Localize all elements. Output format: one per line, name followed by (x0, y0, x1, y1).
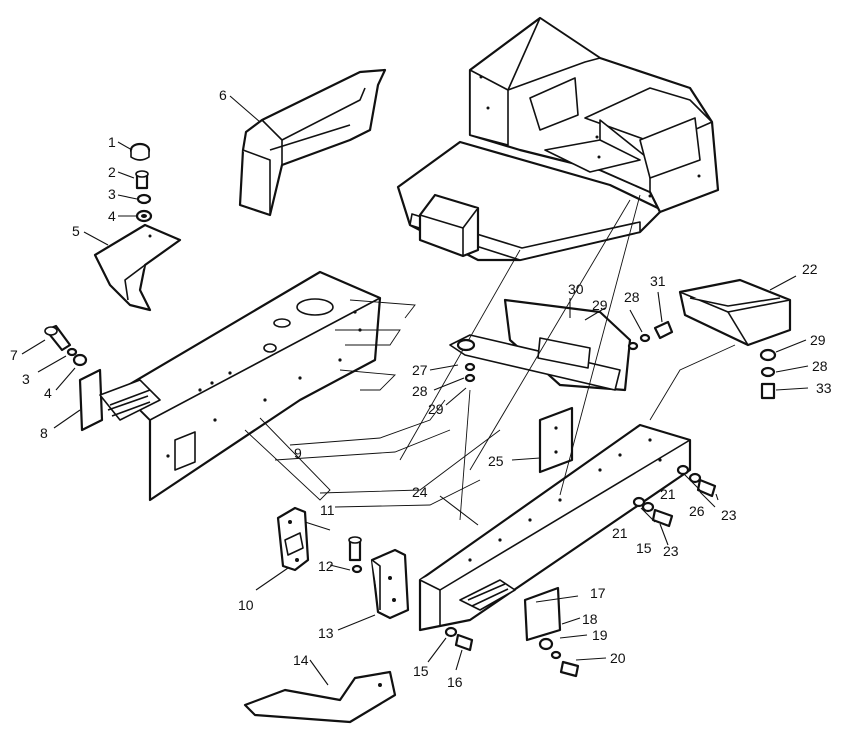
callout-26: 26 (689, 503, 705, 519)
callout-3-left: 3 (22, 371, 30, 387)
callout-22: 22 (802, 261, 818, 277)
bolt-part-11 (348, 536, 362, 562)
callout-18: 18 (582, 611, 598, 627)
bolt-part-16 (454, 633, 474, 652)
washer-part-29-a (464, 373, 476, 383)
washer-part-3-left (66, 347, 78, 357)
hardware-right (444, 320, 777, 678)
washer-part-28-b (639, 333, 651, 343)
frame-beam-part-9 (99, 270, 382, 502)
bracket-part-5 (93, 223, 182, 312)
callout-21-a: 21 (660, 486, 676, 502)
washer-part-15-b (641, 501, 655, 513)
washer-part-21-b (632, 496, 646, 508)
callout-23-b: 23 (663, 543, 679, 559)
bolt-part-7 (44, 324, 72, 352)
bolt-part-20 (559, 660, 580, 678)
callout-13: 13 (318, 625, 334, 641)
washer-part-12 (351, 564, 363, 574)
callout-33: 33 (816, 380, 832, 396)
callout-29: 29 (428, 401, 444, 417)
callout-labels: 1 2 3 4 5 6 7 3 4 8 9 10 11 12 13 14 15 … (10, 87, 832, 690)
callout-28-b: 28 (624, 289, 640, 305)
bolt-part-23-a (696, 478, 717, 498)
bolt-part-27 (456, 338, 476, 352)
callout-23-a: 23 (721, 507, 737, 523)
washer-part-29-b (627, 341, 639, 351)
callout-27: 27 (412, 362, 428, 378)
callout-12: 12 (318, 558, 334, 574)
callout-25: 25 (488, 453, 504, 469)
callout-6: 6 (219, 87, 227, 103)
callout-11: 11 (320, 502, 335, 518)
washer-part-28-a (464, 362, 476, 372)
callout-5: 5 (72, 223, 80, 239)
leader-lines (21, 95, 809, 686)
callout-4-left: 4 (44, 385, 52, 401)
callout-28: 28 (412, 383, 428, 399)
side-panel-part-6 (238, 68, 387, 217)
callout-3: 3 (108, 186, 116, 202)
plate-part-25 (538, 406, 574, 474)
callout-14: 14 (293, 652, 309, 668)
cap-part-1 (129, 142, 151, 161)
callout-8: 8 (40, 425, 48, 441)
plate-part-8 (78, 368, 104, 432)
frame-beam-part-24 (418, 423, 692, 632)
washer-part-29-c (759, 348, 777, 362)
tray-part-22 (678, 278, 792, 347)
guide-lines-left (244, 299, 501, 508)
bolt-part-33 (760, 382, 776, 400)
callout-28-c: 28 (812, 358, 828, 374)
washer-part-4 (135, 209, 153, 223)
callout-29-c: 29 (810, 332, 826, 348)
callout-17: 17 (590, 585, 606, 601)
callout-21-b: 21 (612, 525, 628, 541)
washer-part-3 (136, 193, 152, 205)
washer-part-15-a (444, 626, 458, 638)
washer-part-18 (538, 637, 554, 651)
washer-part-28-c (760, 366, 776, 378)
plate-part-17 (523, 586, 562, 642)
washer-part-21-a (676, 464, 690, 476)
callout-24: 24 (412, 484, 428, 500)
callout-30: 30 (568, 281, 584, 297)
bracket-part-13 (370, 548, 410, 620)
callout-20: 20 (610, 650, 626, 666)
callout-19: 19 (592, 627, 608, 643)
callout-2: 2 (108, 164, 116, 180)
callout-4: 4 (108, 208, 116, 224)
cross-member-part-30 (449, 298, 632, 392)
washer-part-19 (550, 650, 562, 660)
callout-10: 10 (238, 597, 254, 613)
washer-part-26 (688, 472, 702, 484)
washer-part-4-left (72, 353, 88, 367)
guide-lines-right (399, 194, 736, 521)
callout-16: 16 (447, 674, 463, 690)
callout-15: 15 (413, 663, 429, 679)
callout-15-b: 15 (636, 540, 652, 556)
bolt-part-2 (135, 170, 149, 190)
callout-7: 7 (10, 347, 18, 363)
callout-31: 31 (650, 273, 666, 289)
cab-floor-assembly (396, 16, 720, 262)
bracket-part-10 (276, 506, 310, 572)
callout-1: 1 (108, 134, 116, 150)
callout-29-b: 29 (592, 297, 608, 313)
plate-part-14 (243, 670, 397, 724)
bolt-part-31 (653, 320, 674, 340)
callout-9: 9 (294, 445, 302, 461)
bolt-part-23-b (651, 508, 674, 528)
